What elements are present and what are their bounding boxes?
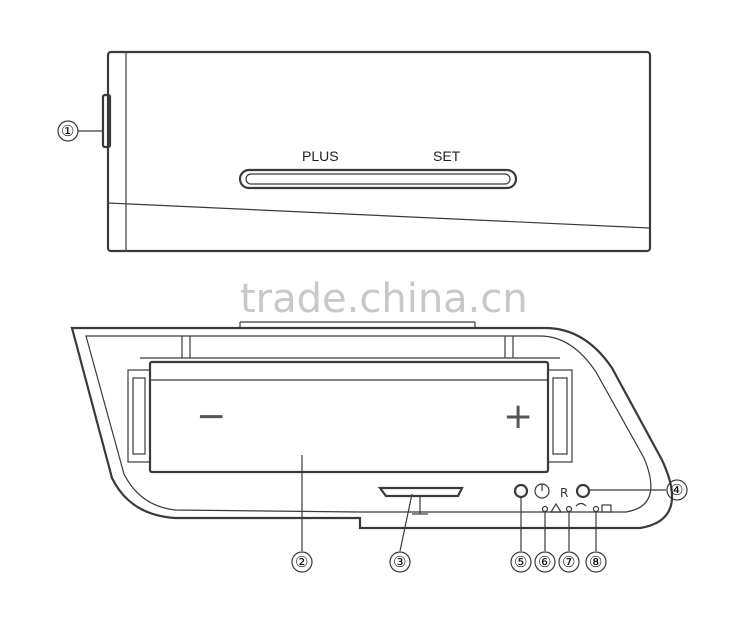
callout-5: ⑤ <box>510 497 532 573</box>
reset-icon: R <box>560 486 568 500</box>
battery-minus-sign: − <box>196 396 226 437</box>
callout-2-label: ② <box>295 553 308 571</box>
side-button <box>101 93 112 149</box>
wifi-icon <box>575 502 587 507</box>
callout-5-circle <box>510 551 532 573</box>
callout-1: ① <box>57 120 104 142</box>
top-view-body <box>106 50 652 253</box>
led-6 <box>541 505 549 513</box>
callout-1-label: ① <box>61 122 74 140</box>
top-view-bottom-curve <box>107 202 651 229</box>
callout-8: ⑧ <box>585 512 607 573</box>
callout-4: ④ <box>589 479 688 501</box>
bottom-view: − + R <box>70 321 674 530</box>
plus-set-slot <box>238 168 518 190</box>
callout-3-leader <box>399 493 413 552</box>
button-5 <box>513 483 529 499</box>
battery-icon <box>601 504 612 513</box>
led-8 <box>592 505 600 513</box>
callout-3: ③ <box>389 493 413 573</box>
callout-8-circle <box>585 551 607 573</box>
callout-7-circle <box>558 551 580 573</box>
callout-6: ⑥ <box>534 512 556 573</box>
right-terminal <box>547 369 573 463</box>
callout-7-label: ⑦ <box>562 553 575 571</box>
callout-6-label: ⑥ <box>538 553 551 571</box>
callout-4-circle <box>666 479 688 501</box>
button-4 <box>575 483 591 499</box>
callout-6-circle <box>534 551 556 573</box>
callout-4-label: ④ <box>670 481 683 499</box>
watermark: trade.china.cn <box>240 276 528 322</box>
bottom-view-outer-shell <box>70 326 674 530</box>
led-7 <box>565 505 573 513</box>
battery-latch <box>377 486 464 498</box>
callout-8-label: ⑧ <box>589 553 602 571</box>
callout-3-circle <box>389 551 411 573</box>
bottom-view-inner-rim <box>85 335 652 513</box>
callout-3-label: ③ <box>393 553 406 571</box>
right-terminal-inner <box>552 377 568 455</box>
battery-plus-sign: + <box>503 396 533 437</box>
plus-set-slot-inner <box>245 173 511 185</box>
top-view: PLUS SET <box>101 50 652 253</box>
left-terminal-inner <box>132 377 146 455</box>
plus-label: PLUS <box>302 148 339 164</box>
callout-5-label: ⑤ <box>514 553 527 571</box>
callout-2-circle <box>291 551 313 573</box>
callout-7: ⑦ <box>558 512 580 573</box>
callout-2: ② <box>291 455 313 573</box>
left-terminal <box>127 369 151 463</box>
pet-icon <box>549 502 563 513</box>
set-label: SET <box>433 148 461 164</box>
